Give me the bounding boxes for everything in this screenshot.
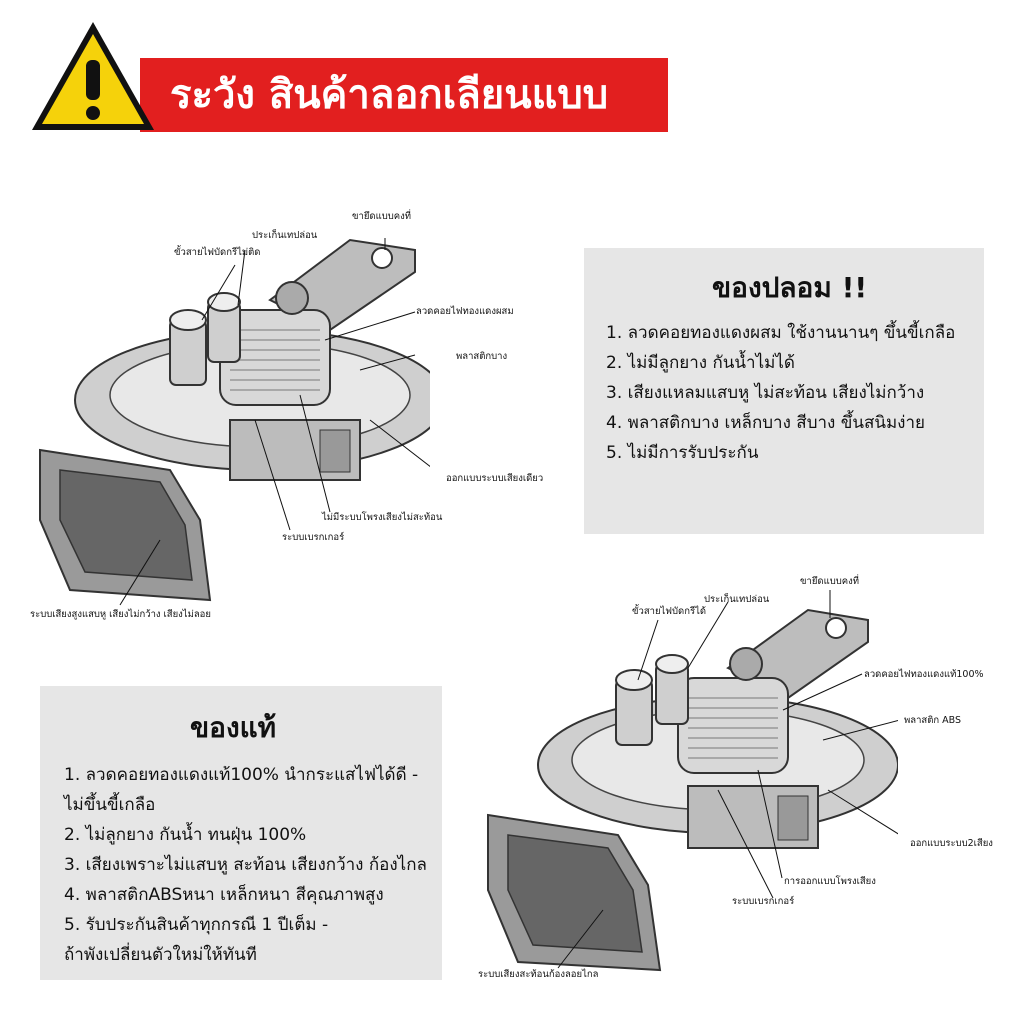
- real-item: ถ้าพังเปลี่ยนตัวใหม่ให้ทันที: [64, 945, 257, 965]
- real-item: 5. รับประกันสินค้าทุกกรณี 1 ปีเต็ม -: [64, 915, 329, 935]
- fake-item: 2. ไม่มีลูกยาง กันน้ำไม่ได้: [606, 353, 795, 373]
- fake-label-brake: ระบบเบรกเกอร์: [282, 532, 345, 543]
- fake-label-bracket: ขายึดแบบคงที่: [352, 211, 412, 222]
- real-label-brake: ระบบเบรกเกอร์: [732, 896, 795, 907]
- real-label-gasket: ประเก็นเทปล่อน: [704, 594, 770, 605]
- real-item: 2. ไม่ลูกยาง กันน้ำ ทนฝุ่น 100%: [64, 825, 307, 845]
- banner-title: ระวัง สินค้าลอกเลียนแบบ: [170, 72, 609, 118]
- real-item: 3. เสียงเพราะไม่แสบหู สะท้อน เสียงกว้าง …: [64, 855, 427, 875]
- fake-item: 5. ไม่มีการรับประกัน: [606, 443, 759, 463]
- real-label-bracket: ขายึดแบบคงที่: [800, 576, 860, 587]
- real-item: ไม่ขึ้นขี้เกลือ: [64, 795, 156, 815]
- fake-label-gasket: ประเก็นเทปล่อน: [252, 230, 318, 241]
- fake-label-sound: ระบบเสียงสูงแสบหู เสียงไม่กว้าง เสียงไม่…: [30, 609, 211, 620]
- fake-label-terminal: ขั้วสายไฟบัดกรีไม่ติด: [174, 247, 261, 258]
- fake-label-coil: ลวดคอยไฟทองแดงผสม: [416, 306, 514, 317]
- fake-item: 1. ลวดคอยทองแดงผสม ใช้งานนานๆ ขึ้นขี้เกล…: [606, 323, 956, 343]
- fake-label-no-chamber: ไม่มีระบบโพรงเสียงไม่สะท้อน: [322, 512, 443, 523]
- fake-label-plastic: พลาสติกบาง: [456, 351, 508, 362]
- real-item: 4. พลาสติกABSหนา เหล็กหนา สีคุณภาพสูง: [64, 885, 384, 905]
- real-horn-diagram: [487, 590, 898, 972]
- fake-item: 3. เสียงแหลมแสบหู ไม่สะท้อน เสียงไม่กว้า…: [606, 383, 925, 403]
- fake-info-box: ของปลอม !! 1. ลวดคอยทองแดงผสม ใช้งานนานๆ…: [584, 248, 984, 534]
- real-label-plastic: พลาสติก ABS: [904, 715, 962, 726]
- real-label-sound: ระบบเสียงสะท้อนก้องลอยไกล: [478, 969, 599, 980]
- real-item: 1. ลวดคอยทองแดงแท้100% นำกระแสไฟได้ดี -: [64, 765, 419, 785]
- real-label-chamber: การออกแบบโพรงเสียง: [784, 876, 876, 887]
- fake-label-single-sound: ออกแบบระบบเสียงเดียว: [446, 473, 544, 484]
- fake-horn-diagram: [39, 238, 430, 606]
- real-info-box: ของแท้ 1. ลวดคอยทองแดงแท้100% นำกระแสไฟไ…: [40, 686, 442, 980]
- fake-item: 4. พลาสติกบาง เหล็กบาง สีบาง ขึ้นสนิมง่า…: [606, 413, 925, 433]
- real-label-coil: ลวดคอยไฟทองแดงแท้100%: [864, 669, 984, 680]
- warning-triangle-icon: [32, 22, 154, 130]
- warning-banner: [140, 58, 668, 132]
- real-title: ของแท้: [190, 711, 277, 744]
- real-label-dual-sound: ออกแบบระบบ2เสียง: [910, 838, 993, 849]
- fake-title: ของปลอม !!: [712, 271, 868, 304]
- real-label-terminal: ขั้วสายไฟบัดกรีได้: [632, 606, 707, 617]
